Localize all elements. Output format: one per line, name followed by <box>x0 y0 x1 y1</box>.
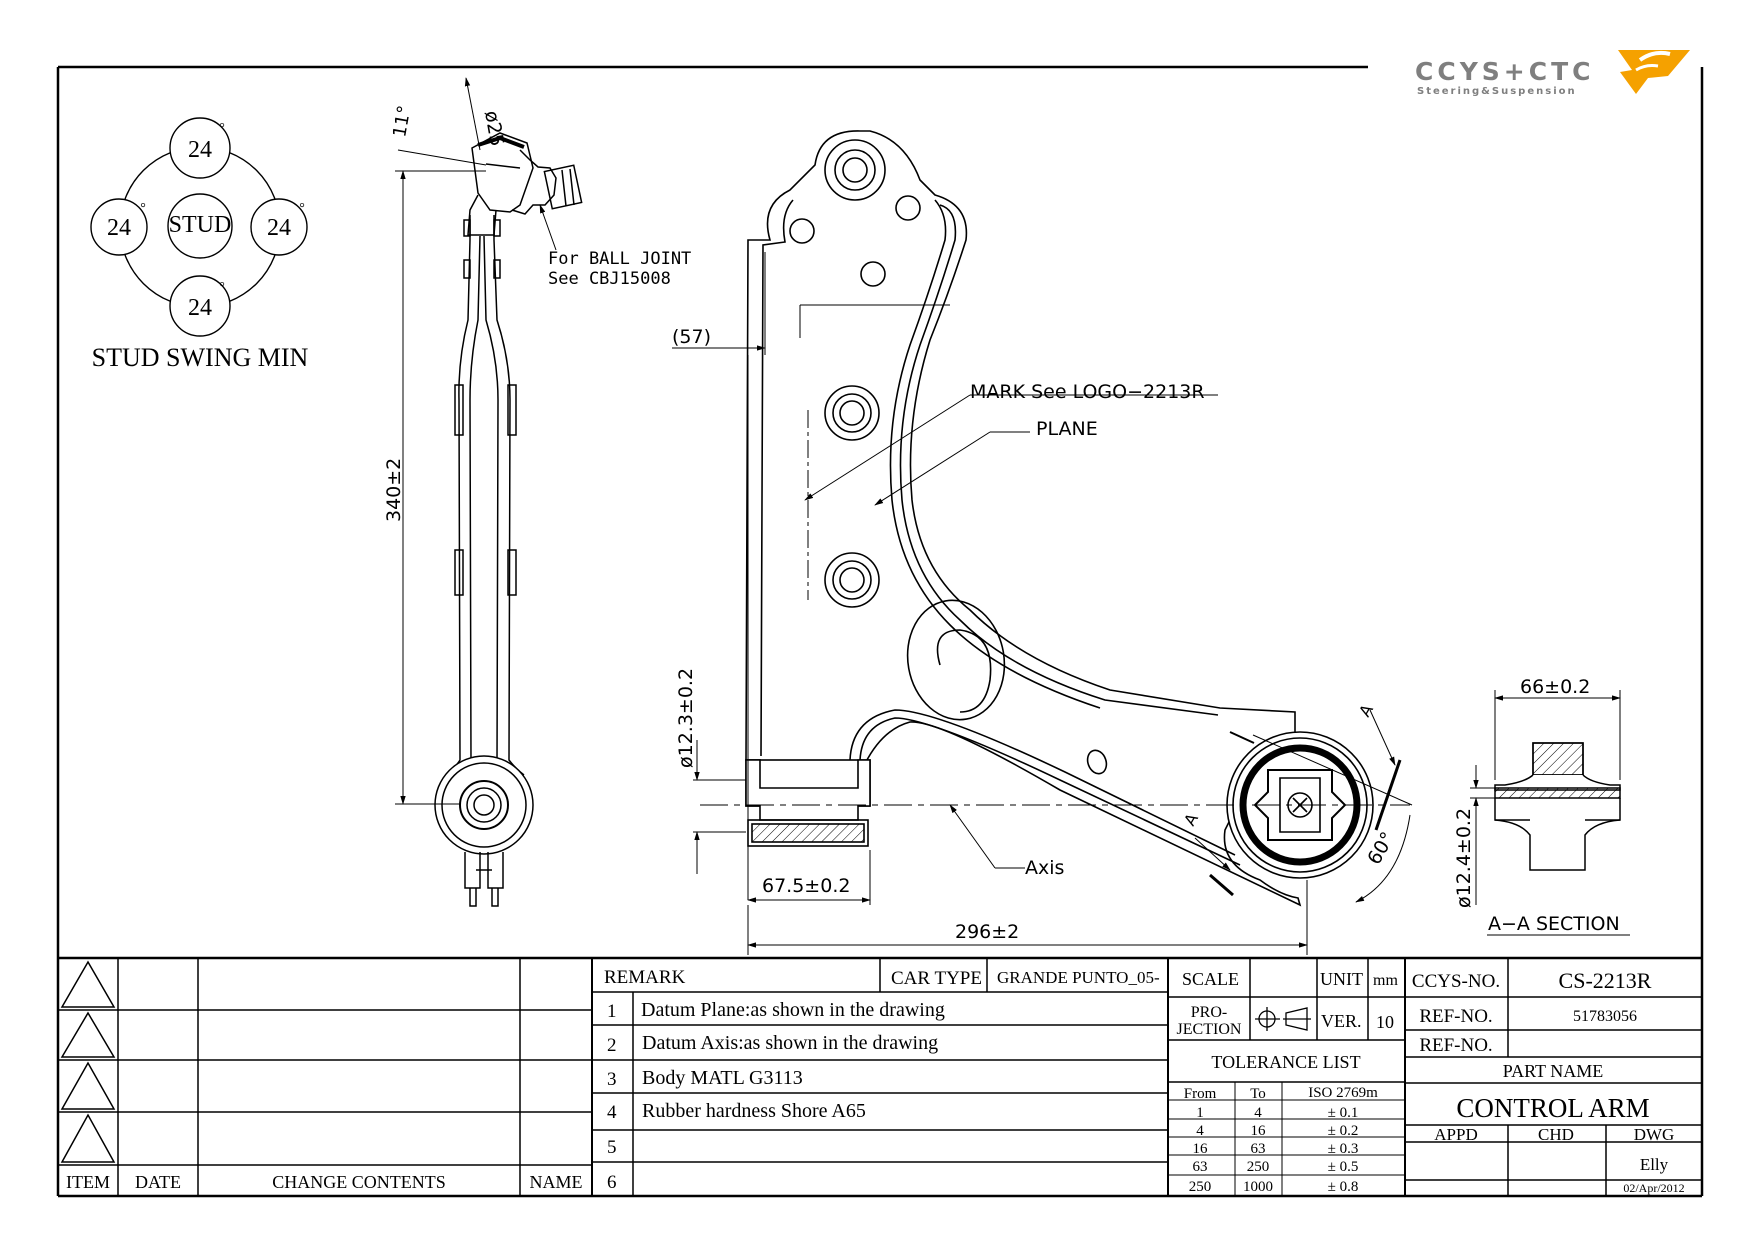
remark-num: 6 <box>607 1172 617 1193</box>
ref-no-value: 51783056 <box>1573 1008 1637 1025</box>
tol-to: 63 <box>1251 1141 1266 1157</box>
front-dia-label: ø12.3±0.2 <box>675 668 697 768</box>
stud-label: STUD <box>169 212 232 238</box>
projection-label: JECTION <box>1177 1021 1242 1038</box>
stud-swing-caption: STUD SWING MIN <box>92 343 309 372</box>
chd-label: CHD <box>1538 1125 1574 1144</box>
section-dimensions <box>1470 690 1630 936</box>
tol-to: 4 <box>1254 1105 1262 1121</box>
front-width-label: 67.5±0.2 <box>762 875 850 897</box>
ball-joint-note: For BALL JOINT <box>548 249 691 269</box>
section-title: A−A SECTION <box>1488 913 1620 935</box>
svg-text:CCYS+CTC: CCYS+CTC <box>1415 57 1595 86</box>
rev-header-item: ITEM <box>66 1172 110 1192</box>
stud-swing-right: 24 <box>267 215 291 241</box>
ball-joint-ref: See CBJ15008 <box>548 269 671 289</box>
section-view <box>1494 742 1621 871</box>
part-info-block <box>1405 958 1702 1196</box>
sheet-border <box>56 65 1704 1198</box>
tol-from: 250 <box>1189 1179 1212 1195</box>
plane-label: PLANE <box>1036 418 1098 440</box>
side-angle-label: 11° <box>389 104 415 139</box>
revision-table <box>58 956 593 1196</box>
svg-text:°: ° <box>299 201 305 216</box>
svg-text:°: ° <box>219 121 225 136</box>
scale-label: SCALE <box>1182 969 1239 989</box>
remark-num: 3 <box>607 1069 617 1090</box>
ref-no-label: REF-NO. <box>1419 1006 1492 1027</box>
top-view-dimensions <box>672 252 1413 955</box>
revision-triangle-icon <box>60 960 116 1163</box>
stud-swing-bottom: 24 <box>188 295 212 321</box>
ref-no2-label: REF-NO. <box>1419 1035 1492 1056</box>
car-type-value: GRANDE PUNTO_05- <box>997 968 1160 987</box>
projection-label: PRO- <box>1191 1004 1227 1021</box>
company-logo: CCYS+CTC Steering&Suspension <box>1415 50 1690 97</box>
drawn-by: Elly <box>1640 1155 1669 1174</box>
svg-text:Steering&Suspension: Steering&Suspension <box>1417 86 1577 97</box>
remark-num: 5 <box>607 1137 617 1158</box>
part-name-value: CONTROL ARM <box>1456 1093 1649 1123</box>
tol-from: 63 <box>1193 1159 1208 1175</box>
tol-value: ± 0.1 <box>1328 1105 1359 1121</box>
remark-text: Datum Plane:as shown in the drawing <box>641 999 945 1021</box>
stud-swing-top: 24 <box>188 137 212 163</box>
rev-header-change: CHANGE CONTENTS <box>272 1172 446 1192</box>
rev-header-name: NAME <box>530 1172 583 1192</box>
part-name-label: PART NAME <box>1503 1061 1603 1081</box>
remark-text: Body MATL G3113 <box>642 1067 803 1089</box>
tol-to: 16 <box>1251 1123 1267 1139</box>
ccys-no-value: CS-2213R <box>1559 968 1652 993</box>
tol-to: 1000 <box>1243 1179 1273 1195</box>
first-angle-projection-icon <box>1255 1007 1311 1031</box>
tol-header-to: To <box>1250 1086 1266 1102</box>
drawing-date: 02/Apr/2012 <box>1623 1181 1684 1195</box>
svg-text:°: ° <box>219 280 225 295</box>
car-type-label: CAR TYPE <box>891 968 982 989</box>
side-view <box>434 132 583 907</box>
side-length-label: 340±2 <box>383 458 405 522</box>
side-view-dimensions <box>395 77 557 805</box>
dim-57-label: (57) <box>672 326 711 348</box>
section-mark-a-bottom: A <box>1180 810 1202 829</box>
overall-length-label: 296±2 <box>955 921 1019 943</box>
axis-label: Axis <box>1025 857 1064 879</box>
tol-value: ± 0.2 <box>1328 1123 1359 1139</box>
section-dia-label: ø12.4±0.2 <box>1453 808 1475 908</box>
section-width-label: 66±0.2 <box>1520 676 1590 698</box>
stud-swing-left: 24 <box>107 215 131 241</box>
tolerance-title: TOLERANCE LIST <box>1211 1052 1360 1072</box>
ccys-no-label: CCYS-NO. <box>1412 971 1500 992</box>
tol-to: 250 <box>1247 1159 1270 1175</box>
unit-label: UNIT <box>1320 969 1363 989</box>
rev-header-date: DATE <box>135 1172 181 1192</box>
remark-title: REMARK <box>604 967 686 988</box>
remark-num: 2 <box>607 1035 617 1056</box>
top-view <box>745 130 1374 907</box>
stud-swing-diagram <box>90 117 308 337</box>
ver-label: VER. <box>1321 1011 1362 1031</box>
remark-text: Rubber hardness Shore A65 <box>642 1100 866 1122</box>
tol-header-from: From <box>1184 1086 1217 1102</box>
remarks-table <box>592 956 1702 1196</box>
tol-value: ± 0.8 <box>1328 1179 1359 1195</box>
appd-label: APPD <box>1434 1125 1477 1144</box>
ver-value: 10 <box>1376 1012 1394 1032</box>
tol-from: 16 <box>1193 1141 1209 1157</box>
tol-value: ± 0.3 <box>1328 1141 1359 1157</box>
tol-from: 4 <box>1196 1123 1204 1139</box>
remark-num: 1 <box>607 1001 617 1022</box>
logo-swoosh-icon <box>1618 50 1690 94</box>
remark-text: Datum Axis:as shown in the drawing <box>642 1032 938 1054</box>
svg-text:°: ° <box>140 201 146 216</box>
tol-header-iso: ISO 2769m <box>1308 1085 1378 1101</box>
unit-value: mm <box>1373 972 1398 989</box>
remark-num: 4 <box>607 1102 617 1123</box>
mark-note: MARK See LOGO−2213R <box>970 381 1205 403</box>
tol-from: 1 <box>1196 1105 1204 1121</box>
dwg-label: DWG <box>1634 1125 1675 1144</box>
tol-value: ± 0.5 <box>1328 1159 1359 1175</box>
angle-label: 60° <box>1363 828 1399 868</box>
